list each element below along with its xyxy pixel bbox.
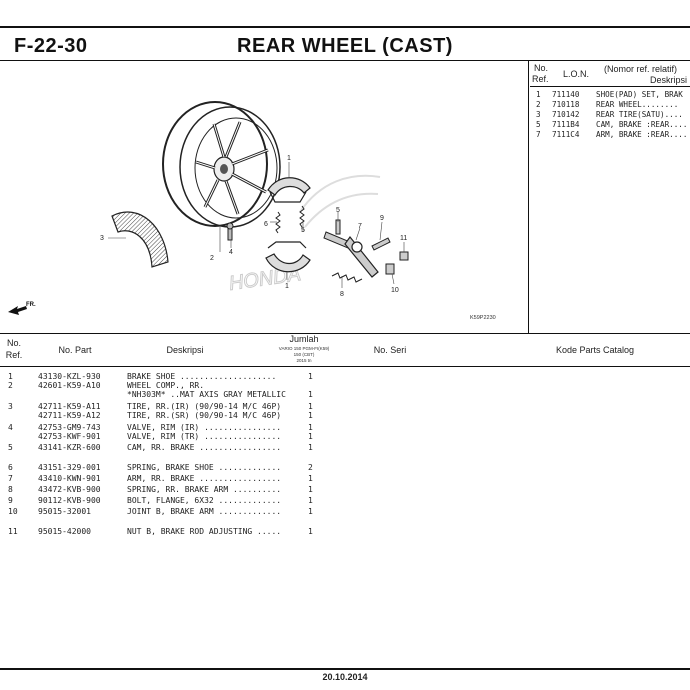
col-qty-year: 2015 tn [296,358,312,363]
leader-lines [108,162,405,288]
page-frame [0,26,690,670]
exploded-diagram: HONDA [8,101,409,315]
ref-header-line [530,86,690,87]
callout-label: 1 [285,283,289,290]
front-label: FR. [26,302,36,308]
brake-arm [344,236,379,278]
callout-label: 9 [380,215,384,222]
arm-spring [331,272,363,283]
col-seri-header: No. Seri [373,345,407,355]
brake-shoe-upper [267,177,311,203]
flange-bolt [371,237,391,251]
diagram-code: K59P2230 [470,315,496,321]
callout-label: 11 [400,235,407,242]
table-top-line [0,333,690,334]
callout-label: 6 [264,221,268,228]
callout-label: 5 [336,207,340,214]
rear-tire [111,211,169,268]
col-no-header: No. [6,338,21,348]
diagram-divider [528,61,529,333]
col-ref-header: Ref. [5,350,23,360]
ref-no-header: No. [534,63,549,73]
col-desc-header: Deskripsi [166,345,204,355]
brake-shoe-lower [265,241,311,273]
col-qty-header: Jumlah [289,334,319,344]
col-qty-model: VARIO 150 PGM-FI(K59) [278,346,330,351]
page-title: REAR WHEEL (CAST) [237,35,453,57]
callout-label: 5 [301,227,305,234]
ref-lon-header: L.O.N. [563,69,590,79]
callout-label: 3 [100,235,104,242]
col-qty-variant: 150 (CBT) [293,352,315,357]
callout-label: 8 [340,291,344,298]
ref-desc-header: Deskripsi [650,75,688,85]
section-code: F-22-30 [14,35,88,57]
col-catalog-header: Kode Parts Catalog [555,345,635,355]
callout-label: 2 [210,255,214,262]
callout-label: 10 [391,287,399,294]
front-arrow-icon: FR. [8,302,36,315]
ref-nomor-header: (Nomor ref. relatif) [604,64,678,74]
print-date: 20.10.2014 [322,672,368,682]
table-header-line [0,366,690,367]
adjusting-nut [399,251,409,261]
ref-ref-header: Ref. [532,74,549,84]
rear-wheel [162,101,281,228]
brake-joint [385,263,395,275]
header-divider [0,60,690,61]
callout-label: 1 [287,155,291,162]
col-part-header: No. Part [58,345,92,355]
callout-label: 4 [229,249,233,256]
wing-watermark [299,174,381,228]
shoe-springs [275,205,305,234]
rim-valve [226,222,234,241]
callout-label: 7 [358,223,362,230]
